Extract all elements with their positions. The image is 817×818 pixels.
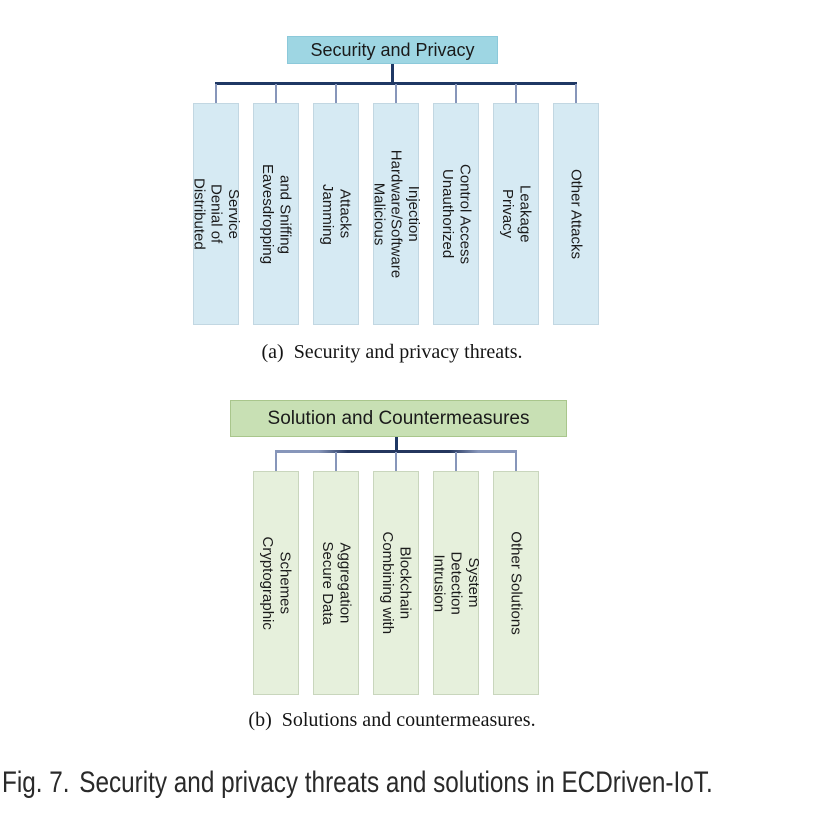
solutions-drop-2	[335, 452, 337, 472]
solutions-horizontal-connector	[275, 450, 517, 453]
threats-drop-1	[215, 84, 217, 104]
solution-label: Secure Data Aggregation	[319, 541, 354, 625]
solutions-root-stem	[395, 437, 398, 452]
threats-drop-3	[335, 84, 337, 104]
threat-label: Eavesdropping and Sniffing	[259, 163, 294, 265]
threats-root-label: Security and Privacy	[310, 39, 475, 60]
solutions-drop-3	[395, 452, 397, 472]
threat-box-ddos: Distributed Denial of Service	[190, 103, 242, 325]
threat-box-malicious-injection: Malicious Hardware/Software Injection	[370, 103, 422, 325]
threat-label: Jamming Attacks	[319, 183, 354, 245]
threats-horizontal-connector	[215, 82, 577, 85]
solution-box-blockchain: Combining with Blockchain	[373, 471, 419, 695]
subcaption-a: (a) Security and privacy threats.	[0, 341, 784, 364]
solution-label: Combining with Blockchain	[379, 531, 414, 635]
subcaption-b-label: (b)	[248, 709, 272, 731]
threat-label: Other Attacks	[567, 168, 585, 260]
solutions-drop-1	[275, 452, 277, 472]
threats-drop-6	[515, 84, 517, 104]
subcaption-a-text: Security and privacy threats.	[293, 341, 523, 363]
threat-box-jamming: Jamming Attacks	[313, 103, 359, 325]
solutions-root-box: Solution and Countermeasures	[230, 400, 567, 437]
figure-caption: Fig. 7. Security and privacy threats and …	[2, 766, 713, 800]
threat-label: Unauthorized Control Access	[439, 163, 474, 265]
solution-box-cryptographic: Cryptographic Schemes	[253, 471, 299, 695]
threats-drop-5	[455, 84, 457, 104]
solutions-drop-5	[515, 452, 517, 472]
solution-label: Intrusion Detection System	[430, 551, 482, 615]
solution-box-secure-aggregation: Secure Data Aggregation	[313, 471, 359, 695]
threat-label: Distributed Denial of Service	[190, 178, 242, 250]
threat-box-other-attacks: Other Attacks	[553, 103, 599, 325]
threat-box-unauthorized-access: Unauthorized Control Access	[433, 103, 479, 325]
threats-root-stem	[391, 64, 394, 84]
threat-box-privacy-leakage: Privacy Leakage	[493, 103, 539, 325]
threat-label: Malicious Hardware/Software Injection	[370, 149, 422, 279]
solutions-drop-4	[455, 452, 457, 472]
subcaption-b-text: Solutions and countermeasures.	[281, 709, 536, 731]
figure-caption-text: Security and privacy threats and solutio…	[79, 766, 713, 799]
solution-label: Other Solutions	[507, 531, 525, 635]
solution-box-intrusion-detection: Intrusion Detection System	[430, 471, 482, 695]
figure-caption-label: Fig. 7.	[2, 766, 70, 799]
subcaption-a-label: (a)	[261, 341, 284, 363]
solution-label: Cryptographic Schemes	[259, 536, 294, 630]
solution-box-other-solutions: Other Solutions	[493, 471, 539, 695]
solutions-root-label: Solution and Countermeasures	[267, 407, 530, 429]
threats-drop-4	[395, 84, 397, 104]
threat-label: Privacy Leakage	[499, 185, 534, 243]
threats-drop-7	[575, 84, 577, 104]
threats-drop-2	[275, 84, 277, 104]
threats-root-box: Security and Privacy	[287, 36, 498, 64]
threat-box-eavesdropping: Eavesdropping and Sniffing	[253, 103, 299, 325]
subcaption-b: (b) Solutions and countermeasures.	[0, 709, 784, 732]
